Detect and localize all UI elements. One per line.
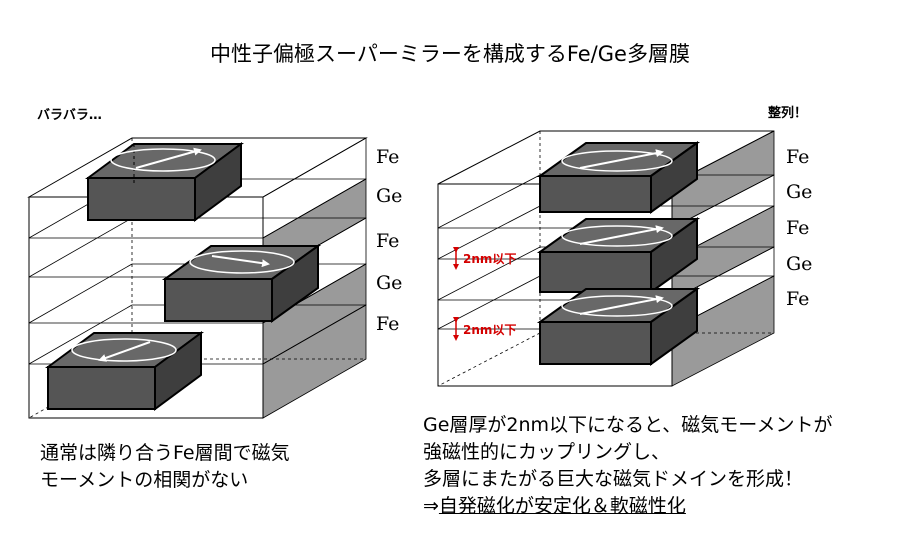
left-layer-label-5: Fe	[376, 313, 400, 335]
right-layer-label-2: Ge	[786, 181, 813, 203]
left-layer-label-4: Ge	[376, 272, 403, 294]
right-moment-ring-2	[561, 225, 673, 247]
right-caption-line-3: 多層にまたがる巨大な磁気ドメインを形成！	[423, 468, 804, 490]
thickness-label-1: 2nm以下	[463, 252, 517, 266]
left-caption-line-1: 通常は隣り合うFe層間で磁気	[40, 442, 290, 464]
left-domain-1	[84, 142, 245, 222]
left-layer-label-3: Fe	[376, 230, 400, 252]
left-panel-heading: バラバラ…	[37, 108, 102, 123]
left-caption-line-2: モーメントの相関がない	[40, 469, 249, 491]
left-moment-arrow-1	[135, 147, 202, 169]
page-title: 中性子偏極スーパーミラーを構成するFe/Ge多層膜	[210, 42, 690, 66]
left-moment-arrow-3	[98, 341, 151, 362]
right-layer-label-1: Fe	[786, 146, 810, 168]
right-multilayer-stack	[437, 130, 775, 387]
thickness-label-2: 2nm以下	[463, 323, 517, 337]
right-moment-arrow-1	[579, 149, 664, 169]
right-caption-line-4: ⇒自発磁化が安定化＆軟磁性化	[423, 493, 686, 520]
left-layer-label-2: Ge	[376, 185, 403, 207]
right-layer-label-4: Ge	[786, 253, 813, 275]
right-layer-label-5: Fe	[786, 288, 810, 310]
right-layer-label-3: Fe	[786, 217, 810, 239]
right-moment-ring-1	[561, 150, 673, 172]
left-layer-label-1: Fe	[376, 146, 400, 168]
right-moment-ring-3	[561, 295, 673, 317]
right-caption-conclusion: 自発磁化が安定化＆軟磁性化	[438, 495, 686, 517]
right-moment-arrow-3	[579, 295, 664, 315]
left-multilayer-stack	[27, 137, 368, 419]
left-moment-ring-1	[110, 148, 216, 172]
right-caption-line-1: Ge層厚が2nm以下になると、磁気モーメントが	[423, 414, 833, 436]
left-moment-ring-2	[189, 250, 295, 274]
right-caption-arrow: ⇒	[423, 495, 439, 517]
left-domain-3	[44, 331, 205, 411]
right-moment-arrow-2	[579, 225, 664, 245]
right-panel-heading: 整列！	[768, 106, 808, 121]
left-moment-ring-3	[71, 338, 177, 362]
right-domain-2	[536, 217, 701, 294]
left-moment-arrow-2	[211, 255, 270, 268]
right-caption-line-2: 強磁性的にカップリングし、	[423, 441, 671, 463]
